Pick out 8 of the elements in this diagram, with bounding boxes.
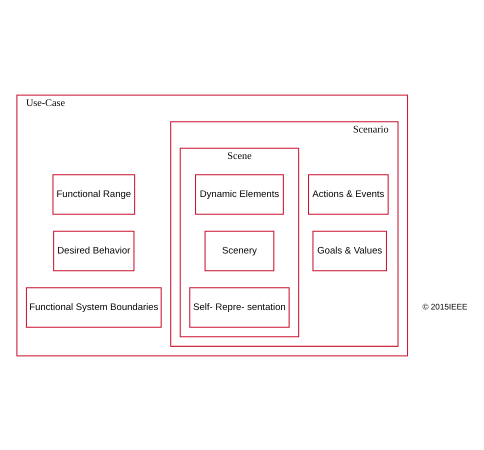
node-box: Actions & Events	[308, 174, 389, 214]
node-box: Functional Range	[52, 174, 136, 214]
node-box: Goals & Values	[312, 230, 387, 271]
node-box: Dynamic Elements	[195, 174, 284, 214]
node-box: Scenery	[204, 230, 274, 271]
node-box: Functional System Boundaries	[26, 286, 162, 328]
node-box: Desired Behavior	[53, 230, 134, 271]
node-box: Self- Repre- sentation	[189, 286, 290, 328]
